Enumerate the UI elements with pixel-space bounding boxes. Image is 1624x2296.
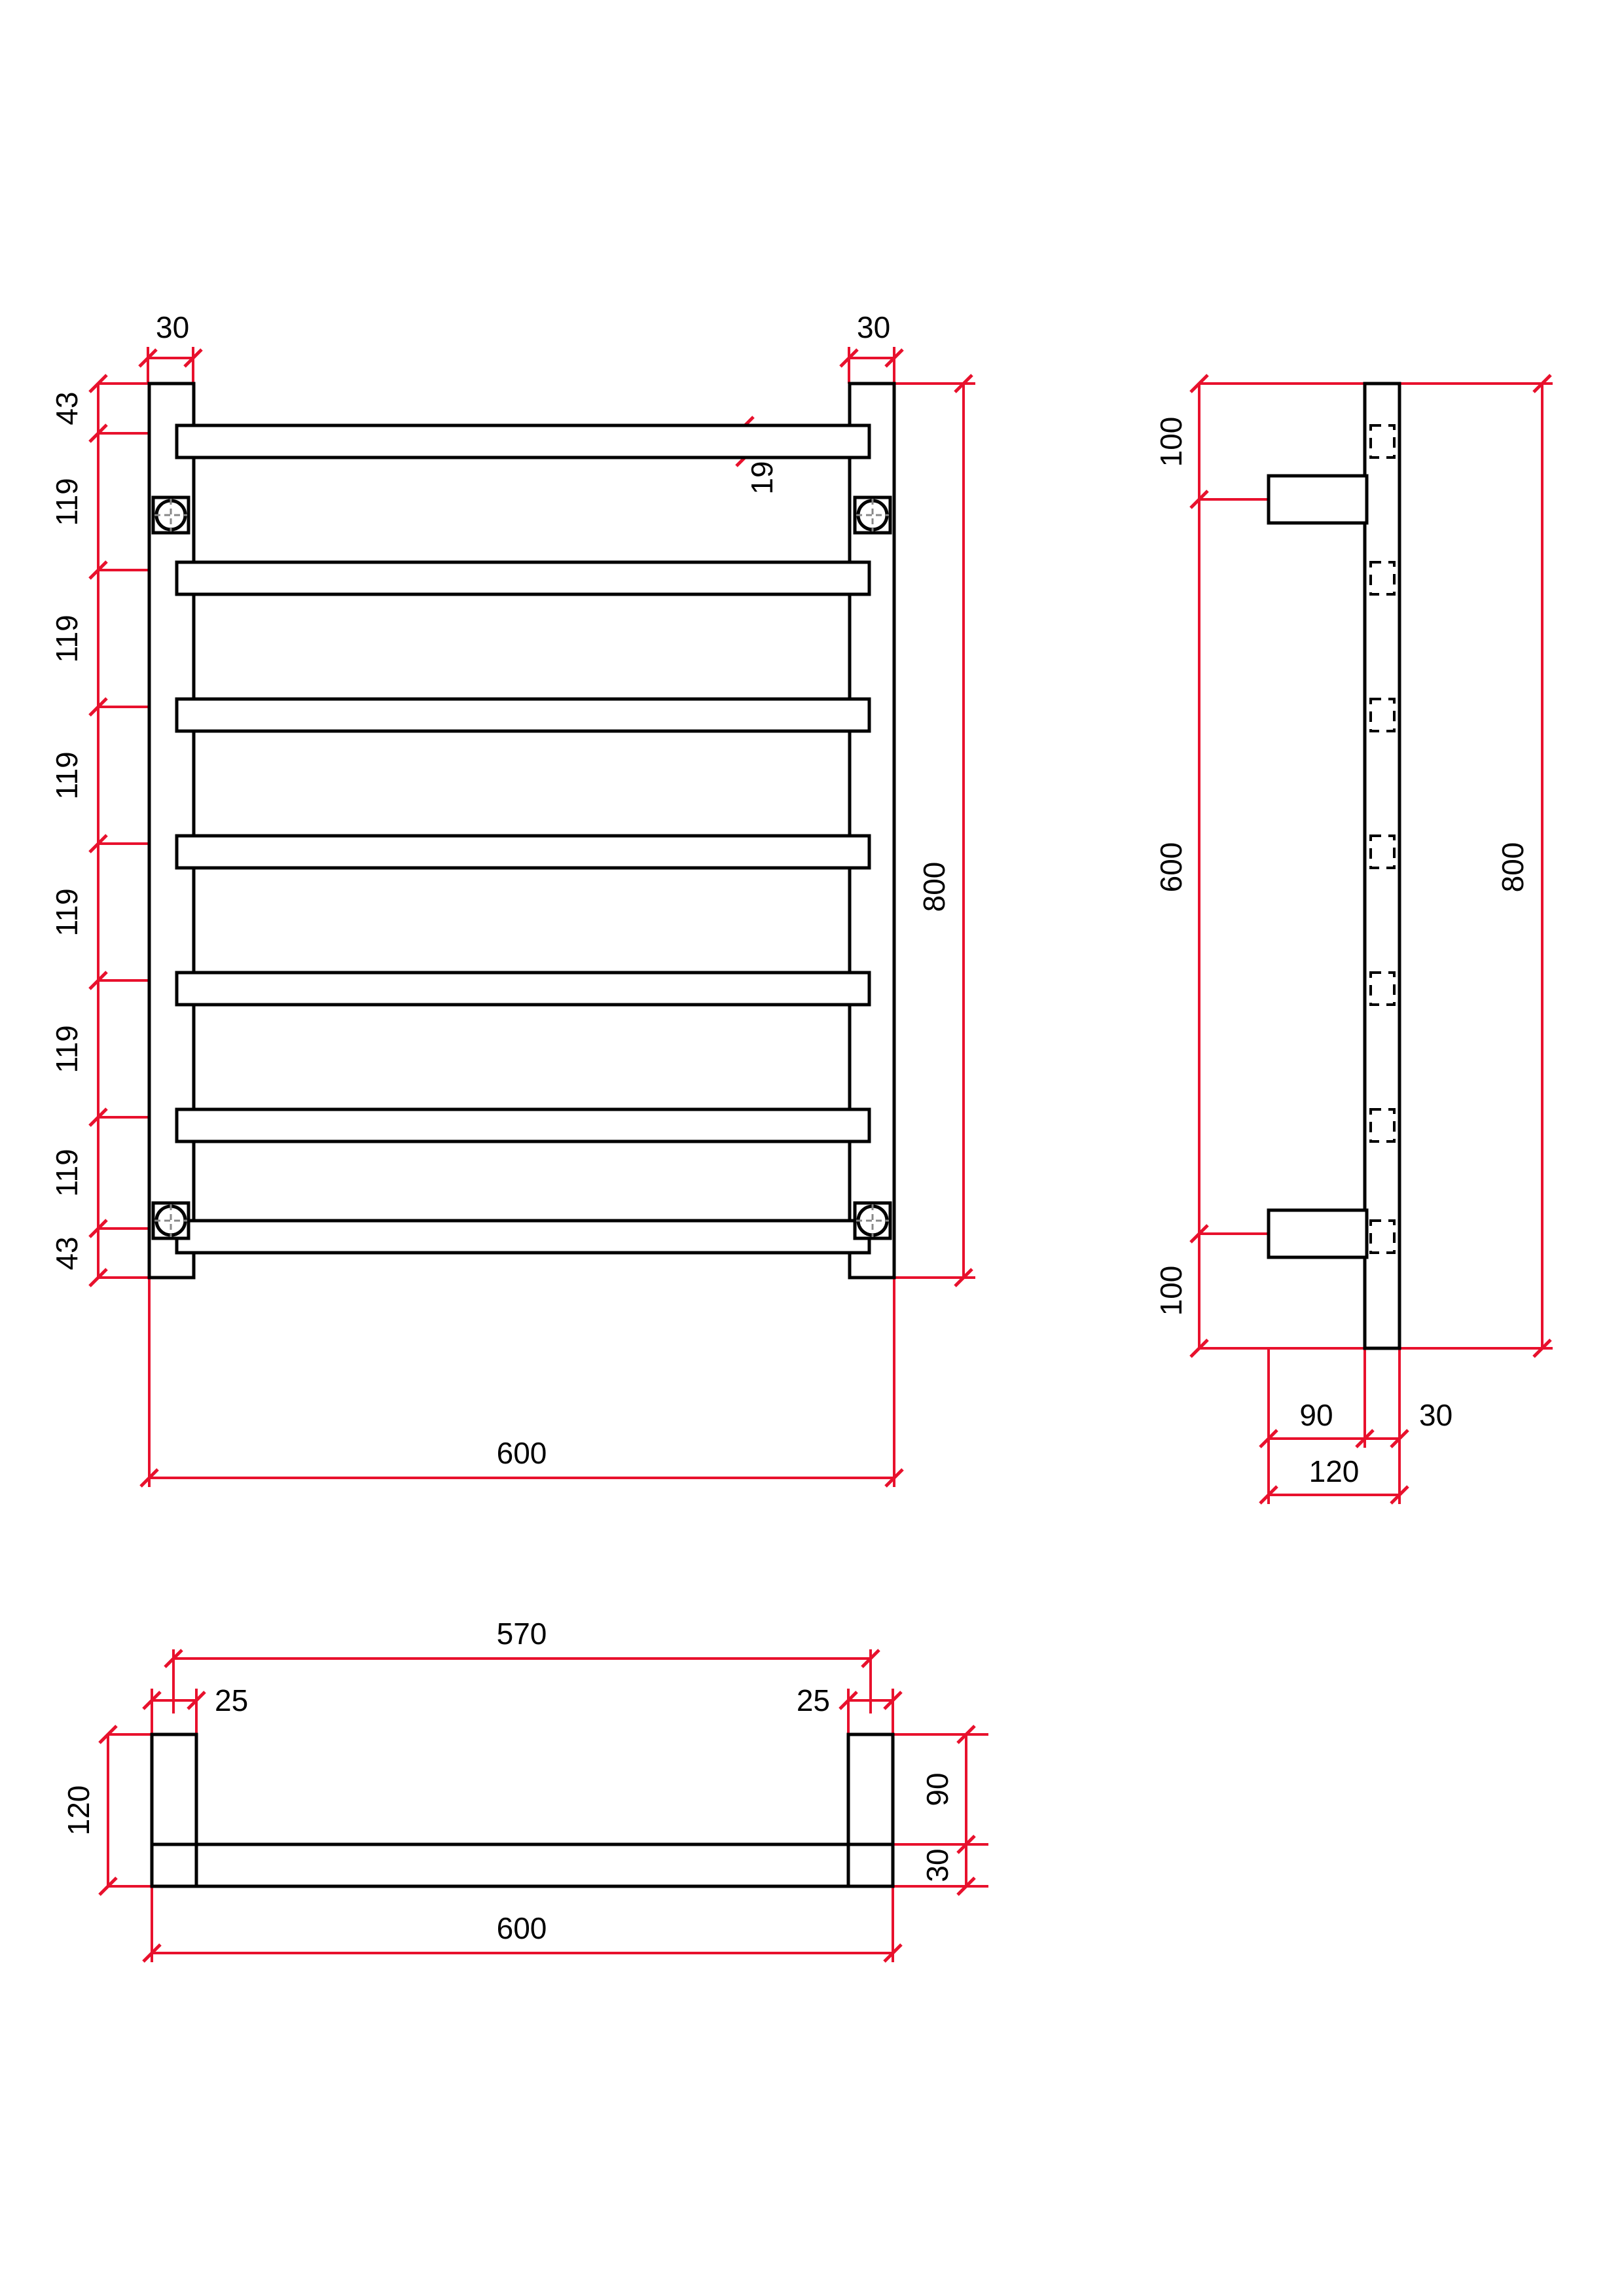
front-rail [175,1219,871,1255]
side-hidden-rail [1369,971,1396,1006]
plan-right-bracket [846,1732,895,1848]
dim-front-v43-bottom: 43 [50,1236,84,1270]
dim-front-post-width-left: 30 [156,310,189,344]
dim-front-v119-3: 119 [50,751,84,799]
plan-rail [150,1842,895,1888]
front-mount-bracket [151,495,190,535]
dim-front-post-width-right: 30 [857,310,890,344]
dim-side-top-offset: 100 [1154,417,1188,467]
side-hidden-rail [1369,1108,1396,1143]
dim-front-overall-width: 600 [497,1436,547,1470]
front-rail [175,834,871,870]
dim-front-rail-thickness: 19 [745,461,779,494]
dim-front-v119-2: 119 [50,615,84,662]
dim-side-bottom-offset: 100 [1154,1266,1188,1316]
plan-left-post-section [150,1842,198,1888]
dim-plan-rail-depth: 30 [920,1848,954,1882]
dim-front-v119-4: 119 [50,888,84,936]
plan-left-bracket [150,1732,198,1848]
dim-side-overall-height: 800 [1496,842,1530,893]
dim-front-overall-height: 800 [917,862,951,912]
side-hidden-rail [1369,424,1396,459]
dim-side-post-depth: 30 [1419,1398,1453,1432]
dim-side-bracket-projection: 90 [1299,1398,1333,1432]
front-rail [175,1107,871,1143]
dim-plan-end-right: 25 [797,1683,830,1717]
dim-plan-inner-width: 570 [497,1617,547,1651]
front-rail [175,971,871,1007]
side-hidden-rail [1369,1219,1396,1254]
dim-side-bracket-span: 600 [1154,842,1188,893]
dim-front-v119-6: 119 [50,1149,84,1196]
dim-front-v119-1: 119 [50,478,84,526]
dim-plan-bracket-projection: 90 [920,1772,954,1806]
plan-right-post-section [846,1842,895,1888]
front-mount-bracket [151,1201,190,1240]
dim-plan-overall-width: 600 [497,1911,547,1945]
side-wall-bracket-bottom [1267,1208,1369,1259]
front-mount-bracket [853,495,892,535]
front-rail [175,560,871,596]
front-rails [175,423,871,1255]
front-rail [175,423,871,459]
side-hidden-rail [1369,834,1396,869]
front-rail [175,697,871,733]
dim-side-total-depth: 120 [1309,1454,1360,1488]
dim-front-v43-top: 43 [50,391,84,425]
side-elevation-view: 100 600 100 800 90 30 120 [1154,375,1553,1504]
plan-view: 570 25 25 120 90 30 600 [62,1617,988,1962]
side-hidden-rail [1369,698,1396,732]
side-dimension-lines [1198,382,1553,1504]
side-hidden-rails [1369,424,1396,1254]
side-hidden-rail [1369,561,1396,596]
side-wall-bracket-top [1267,474,1369,525]
front-elevation-view: 30 30 43 119 119 119 119 119 119 43 19 8… [50,310,975,1487]
dim-plan-end-left: 25 [215,1683,248,1717]
dim-front-v119-5: 119 [50,1025,84,1073]
front-mount-bracket [853,1201,892,1240]
dim-plan-depth: 120 [62,1785,96,1836]
